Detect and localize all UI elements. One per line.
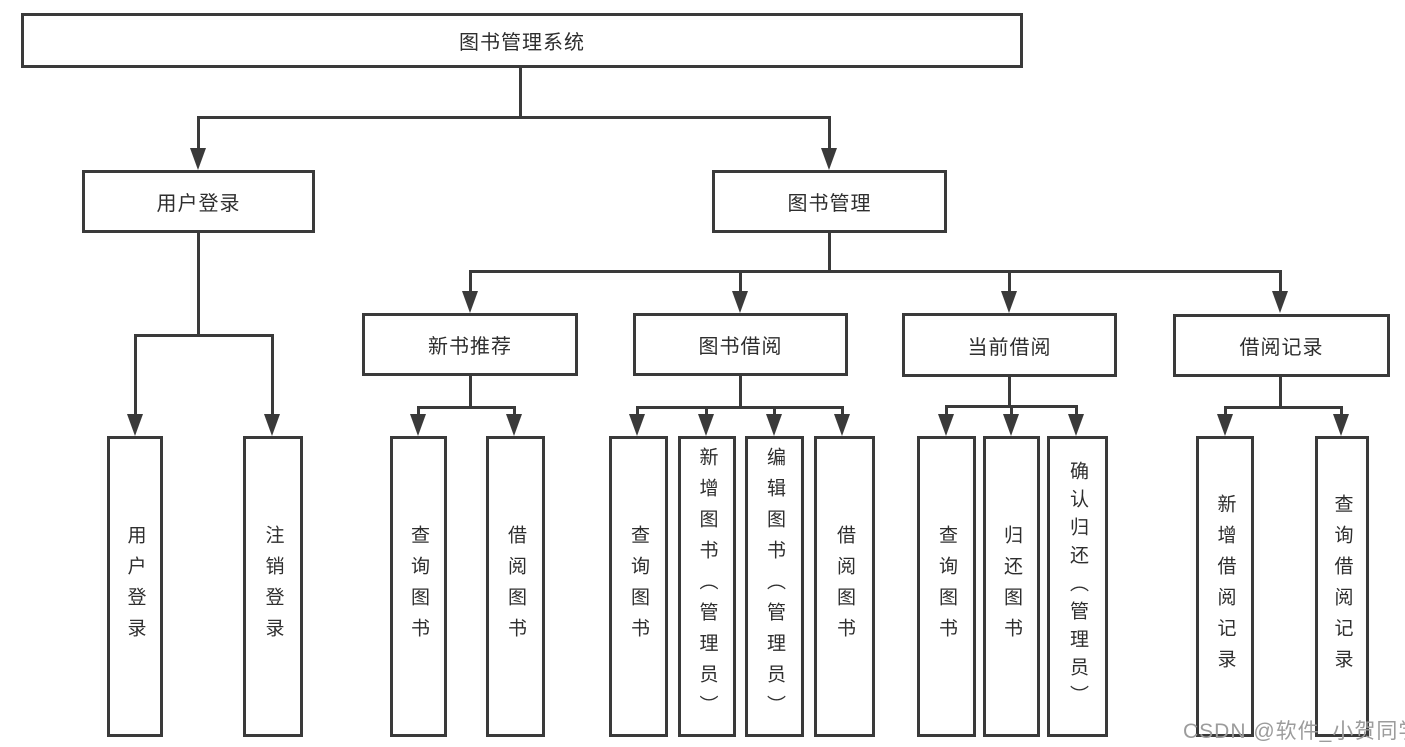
arrowhead-bookborrow — [732, 291, 748, 313]
connector-userlogin-to-logout — [271, 335, 274, 414]
csdn-watermark: CSDN @软件_小贺同学 — [1183, 720, 1405, 743]
connector-to-bookborrow — [739, 271, 742, 291]
connector-bookborrow-stem — [739, 376, 742, 407]
connector-userlogin-rail — [134, 334, 274, 337]
leaf-borrow-books-borrowing: 借阅图书 — [814, 436, 875, 737]
connector-root-rail — [197, 116, 831, 119]
connector-newbook-c2 — [513, 407, 516, 414]
arrowhead-login-leaf — [127, 414, 143, 436]
arrowhead-nb-borrow — [506, 414, 522, 436]
connector-bb-c4 — [841, 407, 844, 414]
connector-bookmgmt-rail — [469, 270, 1282, 273]
node-new-book-recommend: 新书推荐 — [362, 313, 578, 376]
connector-br-c2 — [1340, 407, 1343, 414]
leaf-confirm-return-admin: 确认归还（管理员） — [1047, 436, 1108, 737]
connector-userlogin-to-login — [134, 335, 137, 414]
arrowhead-br-add — [1217, 414, 1233, 436]
node-borrowing-records: 借阅记录 — [1173, 314, 1390, 377]
connector-br-c1 — [1224, 407, 1227, 414]
arrowhead-nb-query — [410, 414, 426, 436]
arrowhead-newbook — [462, 291, 478, 313]
leaf-add-books-admin: 新增图书（管理员） — [678, 436, 736, 737]
connector-root-to-userlogin — [197, 117, 200, 148]
connector-bookborrow-rail — [636, 406, 844, 409]
connector-records-rail — [1224, 406, 1343, 409]
arrowhead-currentborrow — [1001, 291, 1017, 313]
connector-bb-c3 — [773, 407, 776, 414]
connector-to-newbook — [469, 271, 472, 291]
connector-current-stem — [1008, 377, 1011, 406]
connector-cb-c2 — [1010, 406, 1013, 414]
arrowhead-bb-borrow — [834, 414, 850, 436]
leaf-add-borrow-record: 新增借阅记录 — [1196, 436, 1254, 737]
arrowhead-bb-edit — [766, 414, 782, 436]
node-book-borrowing: 图书借阅 — [633, 313, 848, 376]
connector-cb-c3 — [1075, 406, 1078, 414]
connector-newbook-rail — [417, 406, 516, 409]
arrowhead-records — [1272, 291, 1288, 313]
leaf-borrow-books-newbook: 借阅图书 — [486, 436, 545, 737]
leaf-logout: 注销登录 — [243, 436, 303, 737]
arrowhead-cb-return — [1003, 414, 1019, 436]
connector-newbook-c1 — [417, 407, 420, 414]
leaf-query-books-borrowing: 查询图书 — [609, 436, 668, 737]
node-library-management-system: 图书管理系统 — [21, 13, 1023, 68]
leaf-return-books: 归还图书 — [983, 436, 1040, 737]
arrowhead-bookmgmt — [821, 148, 837, 170]
connector-bb-c1 — [636, 407, 639, 414]
arrowhead-logout-leaf — [264, 414, 280, 436]
arrowhead-userlogin — [190, 148, 206, 170]
connector-root-stem — [519, 68, 522, 117]
node-user-login: 用户登录 — [82, 170, 315, 233]
node-current-borrowing: 当前借阅 — [902, 313, 1117, 377]
connector-userlogin-stem — [197, 233, 200, 335]
node-book-management: 图书管理 — [712, 170, 947, 233]
arrowhead-br-query — [1333, 414, 1349, 436]
arrowhead-cb-confirm — [1068, 414, 1084, 436]
connector-bookmgmt-stem — [828, 233, 831, 271]
connector-records-stem — [1279, 377, 1282, 407]
arrowhead-bb-add — [698, 414, 714, 436]
connector-root-to-bookmgmt — [828, 117, 831, 148]
arrowhead-cb-query — [938, 414, 954, 436]
connector-to-currentborrow — [1008, 271, 1011, 291]
connector-bb-c2 — [705, 407, 708, 414]
arrowhead-bb-query — [629, 414, 645, 436]
leaf-edit-books-admin: 编辑图书（管理员） — [745, 436, 804, 737]
leaf-query-books-current: 查询图书 — [917, 436, 976, 737]
connector-newbook-stem — [469, 376, 472, 407]
connector-cb-c1 — [945, 406, 948, 414]
connector-to-records — [1279, 271, 1282, 291]
leaf-user-login: 用户登录 — [107, 436, 163, 737]
leaf-query-books-newbook: 查询图书 — [390, 436, 447, 737]
leaf-query-borrow-record: 查询借阅记录 — [1315, 436, 1369, 737]
